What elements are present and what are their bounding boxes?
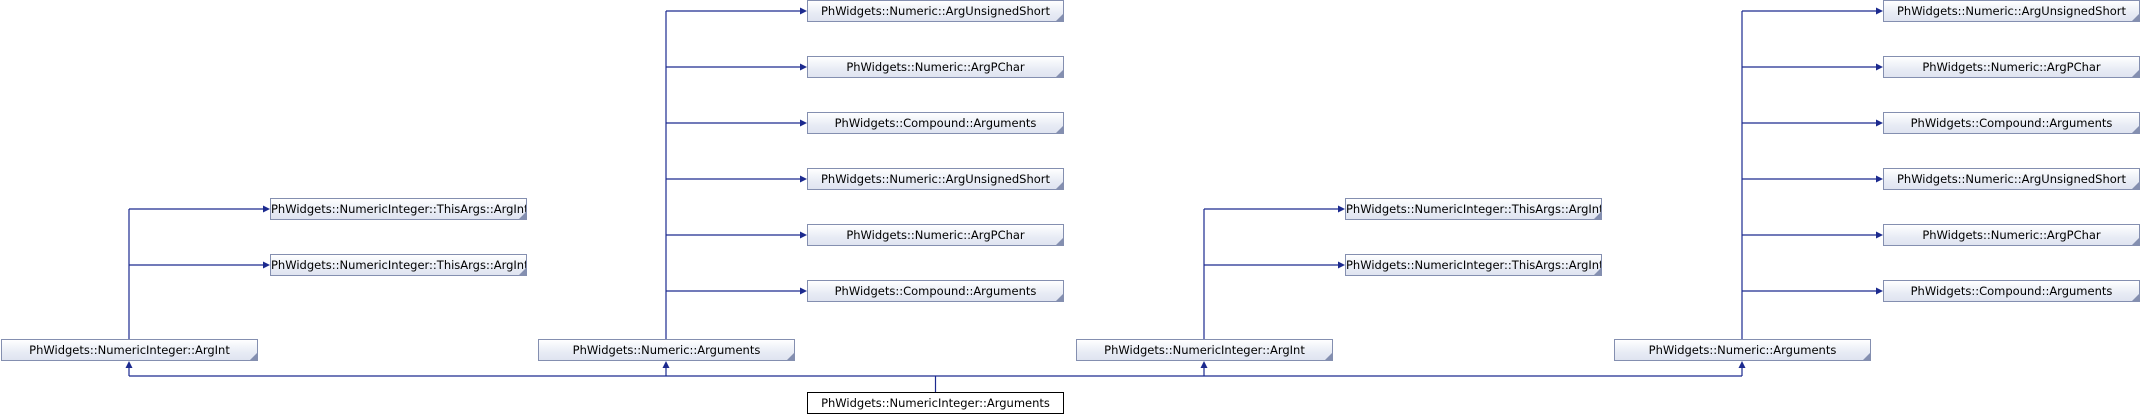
- base-class-node[interactable]: PhWidgets::Numeric::ArgPChar: [807, 224, 1064, 246]
- inheritance-arrow: [800, 7, 807, 15]
- inheritance-arrow: [1338, 261, 1345, 269]
- root-class-node: PhWidgets::NumericInteger::Arguments: [807, 392, 1064, 414]
- base-class-node[interactable]: PhWidgets::Numeric::ArgUnsignedShort: [807, 168, 1064, 190]
- base-class-node[interactable]: PhWidgets::Compound::Arguments: [807, 280, 1064, 302]
- base-class-node[interactable]: PhWidgets::Compound::Arguments: [1883, 280, 2140, 302]
- inheritance-arrow: [263, 261, 270, 269]
- inheritance-arrow: [1200, 361, 1208, 368]
- inheritance-arrow: [800, 119, 807, 127]
- base-class-node[interactable]: PhWidgets::NumericInteger::ThisArgs::Arg…: [270, 254, 527, 276]
- base-class-node[interactable]: PhWidgets::Numeric::ArgUnsignedShort: [1883, 0, 2140, 22]
- base-class-node[interactable]: PhWidgets::Numeric::ArgPChar: [1883, 56, 2140, 78]
- inheritance-arrow: [125, 361, 133, 368]
- inheritance-arrow: [800, 231, 807, 239]
- inheritance-arrow: [1876, 119, 1883, 127]
- inheritance-arrow: [800, 63, 807, 71]
- base-class-node[interactable]: PhWidgets::Numeric::ArgUnsignedShort: [807, 0, 1064, 22]
- base-class-node[interactable]: PhWidgets::Numeric::ArgPChar: [807, 56, 1064, 78]
- inheritance-arrow: [1876, 231, 1883, 239]
- base-class-node[interactable]: PhWidgets::NumericInteger::ThisArgs::Arg…: [1345, 254, 1602, 276]
- parent-class-node[interactable]: PhWidgets::Numeric::Arguments: [1614, 339, 1871, 361]
- base-class-node[interactable]: PhWidgets::Numeric::ArgPChar: [1883, 224, 2140, 246]
- inheritance-arrow: [1876, 175, 1883, 183]
- inheritance-arrow: [1876, 7, 1883, 15]
- base-class-node[interactable]: PhWidgets::Compound::Arguments: [1883, 112, 2140, 134]
- inheritance-arrow: [662, 361, 670, 368]
- inheritance-arrow: [1738, 361, 1746, 368]
- inheritance-arrow: [263, 205, 270, 213]
- parent-class-node[interactable]: PhWidgets::NumericInteger::ArgInt: [1076, 339, 1333, 361]
- inheritance-arrow: [800, 287, 807, 295]
- inheritance-arrow: [1876, 63, 1883, 71]
- inheritance-arrow: [1876, 287, 1883, 295]
- parent-class-node[interactable]: PhWidgets::NumericInteger::ArgInt: [1, 339, 258, 361]
- inheritance-arrow: [800, 175, 807, 183]
- base-class-node[interactable]: PhWidgets::NumericInteger::ThisArgs::Arg…: [270, 198, 527, 220]
- base-class-node[interactable]: PhWidgets::Numeric::ArgUnsignedShort: [1883, 168, 2140, 190]
- inheritance-arrow: [1338, 205, 1345, 213]
- base-class-node[interactable]: PhWidgets::NumericInteger::ThisArgs::Arg…: [1345, 198, 1602, 220]
- parent-class-node[interactable]: PhWidgets::Numeric::Arguments: [538, 339, 795, 361]
- base-class-node[interactable]: PhWidgets::Compound::Arguments: [807, 112, 1064, 134]
